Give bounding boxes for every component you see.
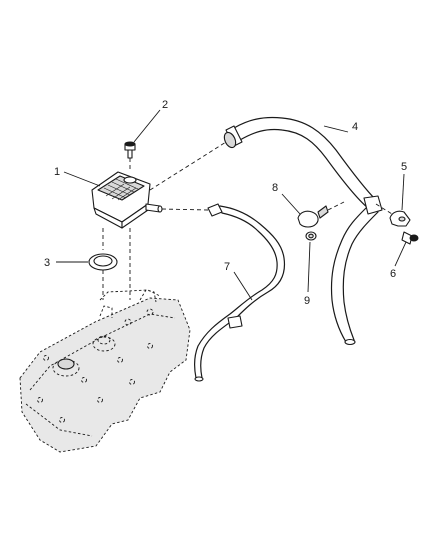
callout-1: 1 [54,166,60,178]
part-5-clip [389,210,411,227]
part-7-tube [194,203,286,382]
callout-6: 6 [390,268,396,280]
callout-7: 7 [224,261,230,273]
part-9-nut [305,231,317,241]
callout-8: 8 [272,182,278,194]
part-1-separator-housing [91,171,163,229]
leader-lines [56,109,407,301]
part-4-hose [223,116,383,346]
callout-2: 2 [162,99,168,111]
part-8-clamp [297,205,329,228]
callout-9: 9 [304,295,310,307]
callout-3: 3 [44,257,50,269]
callout-5: 5 [401,161,407,173]
assembly-lines [102,141,393,300]
callout-4: 4 [352,121,358,133]
part-3-seal-ring [88,253,118,271]
cylinder-head-cover [19,289,191,453]
part-6-screw [401,231,419,245]
part-2-bolt [124,141,136,159]
